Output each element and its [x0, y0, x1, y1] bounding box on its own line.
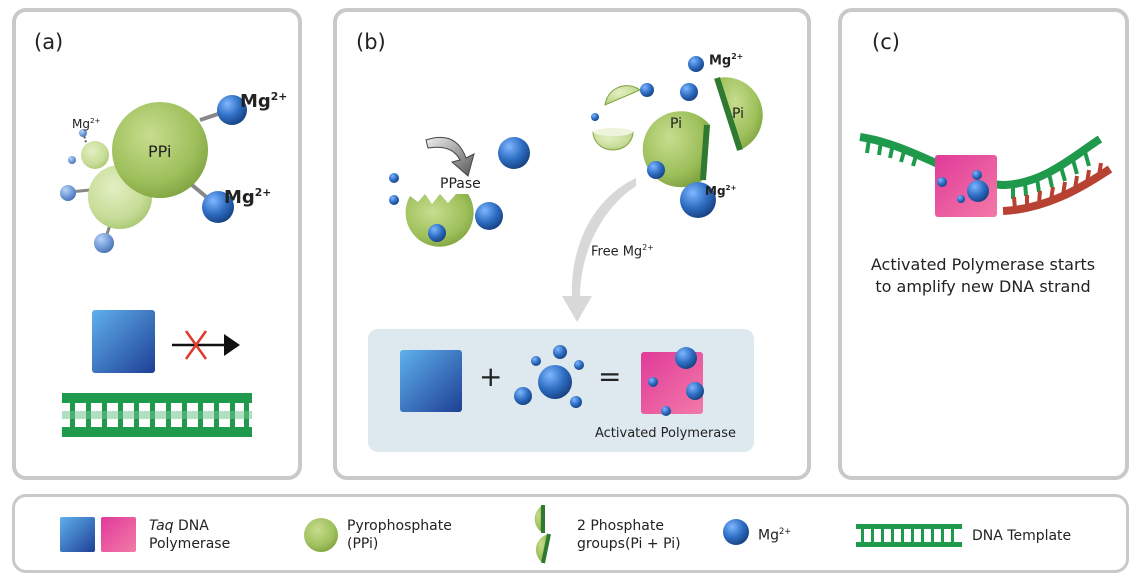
ppi-sphere [112, 102, 208, 198]
pi-label: Pi [732, 106, 745, 122]
mg-ion-sphere [680, 83, 698, 101]
panel-c [838, 8, 1129, 480]
mg-label: Mg2+ [240, 90, 288, 112]
phosphate-split [591, 56, 763, 218]
small-ion-sphere [591, 113, 599, 121]
pyrophosphate-cluster [60, 95, 247, 253]
mg-label: Mg2+ [224, 186, 272, 208]
small-ion-sphere [79, 129, 87, 137]
legend-pyrophosphate: Pyrophosphate (PPi) [347, 518, 452, 552]
legend-ppi-icon [304, 518, 338, 552]
plus-sign: + [479, 360, 503, 393]
legend-polymerase-inactive-icon [60, 517, 95, 552]
legend-phosphate-icon [534, 505, 551, 564]
legend-mg: Mg2+ [758, 526, 792, 544]
small-ion-sphere [60, 185, 76, 201]
mg-ion-sphere [217, 95, 247, 125]
dna-amplification [859, 133, 1113, 217]
mg-label: Mg2+ [705, 183, 737, 198]
ppi-label: PPi [148, 142, 172, 161]
mg-label: Mg2+ [72, 116, 101, 131]
small-ion-sphere [389, 173, 399, 183]
inactive-polymerase [400, 350, 462, 412]
small-ion-sphere [94, 233, 114, 253]
legend-taq-polymerase: Taq DNA Polymerase [149, 518, 231, 552]
flow-arrow [562, 178, 636, 322]
dna-template [62, 393, 252, 437]
mg-ion-sphere [647, 161, 665, 179]
curved-arrow-icon [425, 136, 475, 177]
free-mg-label: Free Mg2+ [591, 243, 654, 260]
panel-a-label: (a) [34, 30, 64, 54]
blocked-arrow-icon [172, 330, 240, 360]
equals-sign: = [598, 360, 622, 393]
legend-polymerase-active-icon [101, 517, 136, 552]
panel-b-label: (b) [356, 30, 386, 54]
ppase-label: PPase [440, 176, 481, 192]
mg-ion-sphere [688, 56, 704, 72]
activated-polymerase-label: Activated Polymerase [595, 426, 737, 441]
legend-mg-icon [723, 519, 749, 545]
legend-dna-icon [856, 524, 962, 547]
panel-c-caption: Activated Polymerase starts to amplify n… [870, 255, 1096, 296]
mg-label: Mg2+ [709, 52, 744, 69]
small-ion-sphere [389, 195, 399, 205]
legend-phosphate-groups: 2 Phosphate groups(Pi + Pi) [577, 518, 681, 552]
small-ion-sphere [640, 83, 654, 97]
ppase-enzyme [389, 137, 530, 247]
small-ion-sphere [68, 156, 76, 164]
panel-c-label: (c) [872, 30, 900, 54]
small-phosphate-sphere [81, 141, 109, 169]
pi-label: Pi [670, 116, 683, 132]
mg-ion-sphere [428, 224, 446, 242]
activated-polymerase [641, 347, 704, 416]
inactive-polymerase [92, 310, 155, 373]
legend-dna-template: DNA Template [972, 528, 1072, 544]
ppi-mg-complex [514, 345, 584, 408]
mg-ion-sphere [680, 182, 716, 218]
mg-ion-sphere [475, 202, 503, 230]
mg-ion-sphere [498, 137, 530, 169]
mg-ion-sphere [202, 191, 234, 223]
